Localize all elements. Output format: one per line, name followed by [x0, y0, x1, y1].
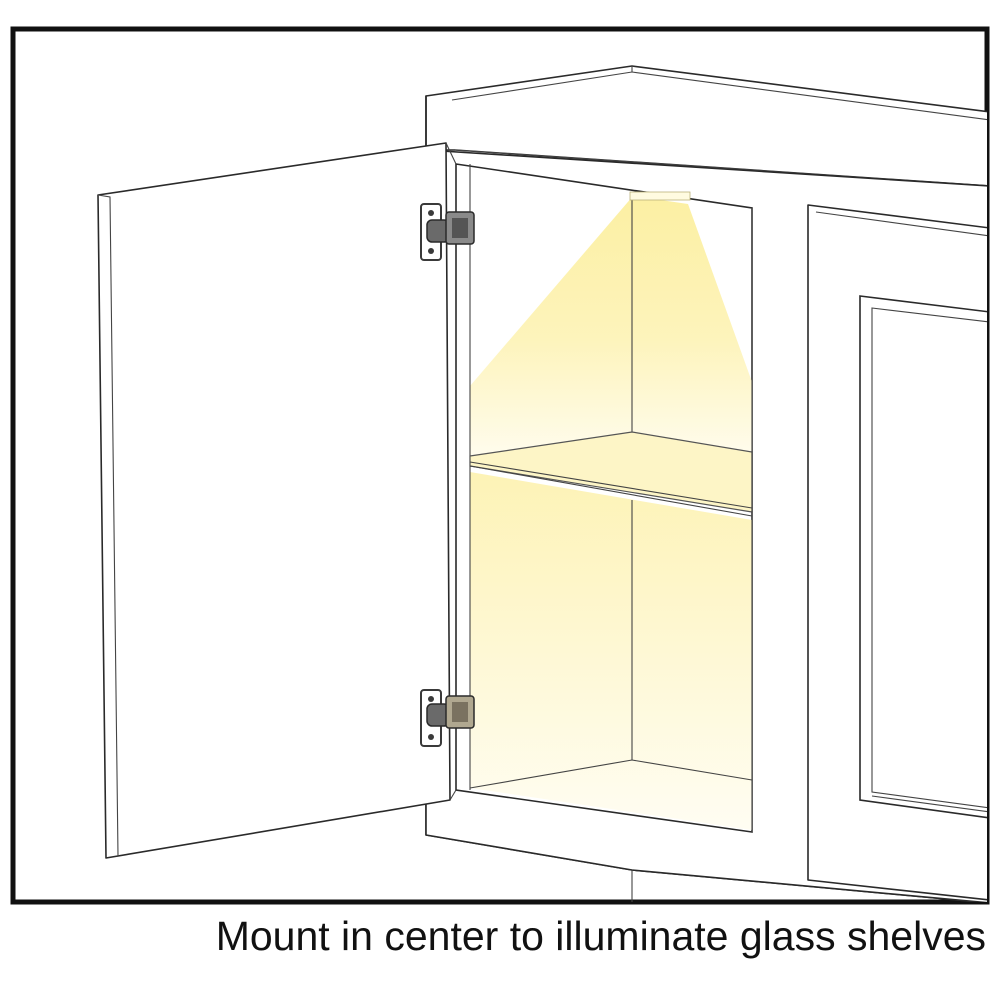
light-fixture-icon — [629, 191, 691, 201]
light-beam-lower — [470, 472, 752, 830]
right-door-glass-panel — [859, 295, 987, 819]
caption: Mount in center to illuminate glass shel… — [215, 913, 986, 959]
light-beam-upper — [470, 196, 752, 456]
hinge-icon — [420, 689, 475, 747]
hinge-icon — [420, 203, 475, 261]
open-left-door — [97, 142, 451, 859]
